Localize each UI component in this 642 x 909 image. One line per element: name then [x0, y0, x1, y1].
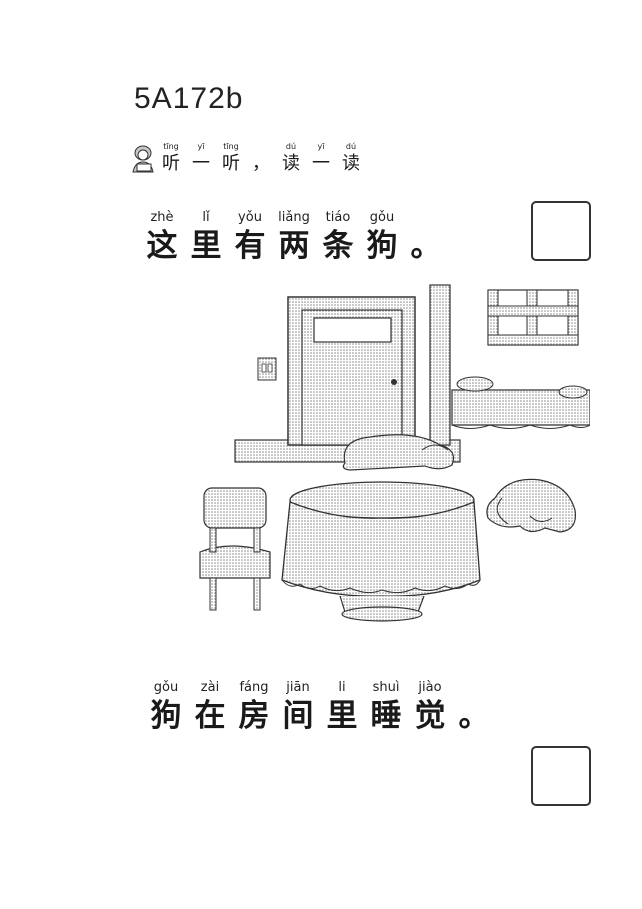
hanzi: 睡	[370, 698, 402, 734]
hanzi: 。	[458, 698, 490, 734]
pinyin: tiáo	[325, 210, 351, 225]
hanzi: 读	[342, 153, 360, 174]
ruby-word: dú 读	[276, 142, 306, 175]
pinyin: fáng	[239, 680, 269, 695]
ruby-word: yǒu 有	[228, 210, 272, 264]
instruction-header: tīng 听 yī 一 tīng 听 ， dú 读 yī 一 dú 读	[126, 140, 376, 180]
pinyin: jiào	[418, 680, 442, 695]
ruby-word: shuì 睡	[364, 680, 408, 734]
sentence-two: gǒu 狗 zài 在 fáng 房 jiān 间 li 里 shuì 睡 jiào 觉 。	[144, 680, 496, 734]
hanzi: 两	[278, 228, 310, 264]
hanzi: ，	[252, 153, 270, 174]
round-table	[281, 481, 481, 622]
instruction-words: tīng 听 yī 一 tīng 听 ， dú 读 yī 一 dú 读	[156, 142, 366, 175]
pinyin: jiān	[286, 680, 310, 695]
hanzi: 里	[190, 228, 222, 264]
ruby-word: fáng 房	[232, 680, 276, 734]
ruby-word: liǎng 两	[272, 210, 316, 264]
pinyin: dú	[345, 142, 357, 151]
hanzi: 条	[322, 228, 354, 264]
light-switch	[257, 357, 277, 381]
hanzi: 房	[238, 698, 270, 734]
ruby-word: yī 一	[306, 142, 336, 175]
ruby-word: zài 在	[188, 680, 232, 734]
pinyin: shuì	[372, 680, 400, 695]
ruby-word: zhè 这	[140, 210, 184, 264]
bed	[451, 376, 590, 429]
ruby-word: yī 一	[186, 142, 216, 175]
ruby-word: gǒu 狗	[360, 210, 404, 264]
ruby-word: 。	[452, 680, 496, 734]
pinyin: li	[338, 680, 346, 695]
answer-box-two[interactable]	[531, 746, 591, 806]
ruby-word: tīng 听	[216, 142, 246, 175]
ruby-word: 。	[404, 210, 448, 264]
ruby-word: li 里	[320, 680, 364, 734]
pinyin: lǐ	[202, 210, 210, 225]
hanzi: 一	[192, 153, 210, 174]
ruby-word: jiào 觉	[408, 680, 452, 734]
ruby-word: tīng 听	[156, 142, 186, 175]
hanzi: 狗	[150, 698, 182, 734]
pinyin: liǎng	[278, 210, 310, 225]
ruby-word: ，	[246, 142, 276, 175]
ruby-word: tiáo 条	[316, 210, 360, 264]
pinyin: gǒu	[153, 680, 179, 695]
page-code: 5A172b	[134, 82, 244, 115]
hanzi: 有	[234, 228, 266, 264]
hanzi: 这	[146, 228, 178, 264]
hanzi: 。	[410, 228, 442, 264]
answer-box-one[interactable]	[531, 201, 591, 261]
hanzi: 听	[222, 153, 240, 174]
wall-corner	[429, 284, 451, 446]
hanzi: 在	[194, 698, 226, 734]
pinyin: dú	[285, 142, 297, 151]
ruby-word: jiān 间	[276, 680, 320, 734]
pinyin: zài	[200, 680, 220, 695]
hanzi: 觉	[414, 698, 446, 734]
room-illustration	[199, 284, 590, 622]
ruby-word: lǐ 里	[184, 210, 228, 264]
pinyin: yǒu	[238, 210, 262, 225]
window	[487, 289, 579, 346]
hanzi: 间	[282, 698, 314, 734]
ruby-word: gǒu 狗	[144, 680, 188, 734]
pinyin: tīng	[163, 142, 179, 151]
chair	[199, 487, 271, 611]
pinyin: yī	[197, 142, 205, 151]
door	[287, 296, 416, 446]
dog-by-table	[486, 478, 577, 533]
pinyin: yī	[317, 142, 325, 151]
pinyin: zhè	[150, 210, 174, 225]
hanzi: 狗	[366, 228, 398, 264]
pinyin: tīng	[223, 142, 239, 151]
reading-child-icon	[132, 145, 154, 173]
sentence-one: zhè 这 lǐ 里 yǒu 有 liǎng 两 tiáo 条 gǒu 狗 。	[140, 210, 448, 264]
dog-by-door	[342, 434, 455, 471]
pinyin: gǒu	[369, 210, 395, 225]
hanzi: 听	[162, 153, 180, 174]
hanzi: 一	[312, 153, 330, 174]
ruby-word: dú 读	[336, 142, 366, 175]
hanzi: 读	[282, 153, 300, 174]
hanzi: 里	[326, 698, 358, 734]
